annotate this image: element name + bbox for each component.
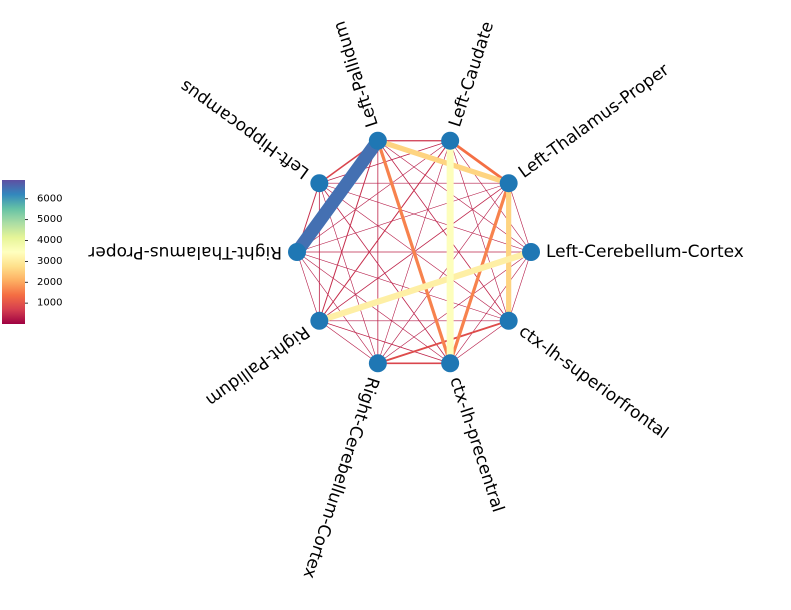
edge-ctx-lh-precentral--ctx-lh-superiorfrontal bbox=[449, 320, 509, 364]
node-left-caudate bbox=[441, 131, 460, 150]
edge-right-pallidum--right-cerebellum-cortex bbox=[319, 320, 379, 364]
node-layer bbox=[288, 131, 540, 373]
colorbar-tick-label: 4000 bbox=[37, 235, 62, 246]
node-right-thalamus-proper bbox=[288, 243, 306, 261]
node-right-pallidum bbox=[310, 311, 329, 330]
edge-left-hippocampus--left-cerebellum-cortex bbox=[319, 182, 532, 253]
edge-right-thalamus-proper--right-pallidum bbox=[296, 251, 320, 321]
node-label-left-cerebellum-cortex: Left-Cerebellum-Cortex bbox=[546, 242, 744, 262]
edge-right-thalamus-proper--ctx-lh-superiorfrontal bbox=[296, 251, 509, 322]
edge-left-caudate--right-thalamus-proper bbox=[296, 140, 451, 253]
edge-left-cerebellum-cortex--ctx-lh-superiorfrontal bbox=[508, 251, 532, 321]
node-label-left-thalamus-proper: Left-Thalamus-Proper bbox=[515, 60, 673, 182]
edge-left-thalamus-proper--right-cerebellum-cortex bbox=[377, 183, 509, 364]
node-left-thalamus-proper bbox=[499, 174, 518, 193]
edge-left-caudate--right-pallidum bbox=[318, 140, 451, 322]
node-left-pallidum bbox=[368, 131, 387, 150]
edge-left-cerebellum-cortex--right-pallidum bbox=[318, 249, 532, 324]
node-ctx-lh-precentral bbox=[441, 354, 460, 373]
colorbar-tick-label: 1000 bbox=[37, 298, 62, 309]
node-right-cerebellum-cortex bbox=[368, 354, 387, 373]
colorbar-gradient bbox=[2, 180, 25, 324]
node-label-right-thalamus-proper: Right-Thalamus-Proper bbox=[88, 242, 282, 262]
node-label-left-pallidum: Left-Pallidum bbox=[330, 18, 383, 129]
edge-right-thalamus-proper--ctx-lh-precentral bbox=[296, 251, 451, 364]
node-label-ctx-lh-precentral: ctx-lh-precentral bbox=[445, 374, 508, 514]
node-label-left-caudate: Left-Caudate bbox=[445, 19, 498, 129]
edge-left-caudate--ctx-lh-superiorfrontal bbox=[449, 140, 509, 321]
edge-left-caudate--left-thalamus-proper bbox=[449, 139, 510, 185]
edge-left-pallidum--ctx-lh-precentral bbox=[376, 140, 452, 364]
edge-left-thalamus-proper--left-cerebellum-cortex bbox=[508, 183, 532, 253]
colorbar-tick-label: 2000 bbox=[37, 277, 62, 288]
colorbar-tick-label: 6000 bbox=[37, 193, 62, 204]
colorbar: 1000 2000 3000 4000 5000 6000 bbox=[2, 180, 62, 324]
edge-left-pallidum--left-thalamus-proper bbox=[377, 138, 510, 186]
edge-left-pallidum--left-cerebellum-cortex bbox=[377, 140, 532, 253]
edge-left-cerebellum-cortex--right-cerebellum-cortex bbox=[377, 251, 532, 364]
colorbar-tick-label: 5000 bbox=[37, 214, 62, 225]
node-label-ctx-lh-superiorfrontal: ctx-lh-superiorfrontal bbox=[515, 321, 672, 443]
edge-left-pallidum--right-thalamus-proper bbox=[291, 136, 384, 256]
edge-left-cerebellum-cortex--ctx-lh-precentral bbox=[449, 251, 532, 364]
node-label-right-cerebellum-cortex: Right-Cerebellum-Cortex bbox=[299, 374, 383, 580]
edge-right-pallidum--ctx-lh-precentral bbox=[319, 320, 451, 364]
node-left-hippocampus bbox=[310, 174, 329, 193]
edge-layer bbox=[291, 136, 532, 365]
node-label-layer: Left-Cerebellum-Cortex Left-Thalamus-Prop… bbox=[88, 18, 743, 581]
edge-left-pallidum--right-pallidum bbox=[318, 140, 379, 321]
node-left-cerebellum-cortex bbox=[522, 243, 540, 261]
edge-left-thalamus-proper--ctx-lh-precentral bbox=[448, 182, 511, 364]
node-label-left-hippocampus: Left-Hippocampus bbox=[176, 76, 313, 183]
node-ctx-lh-superiorfrontal bbox=[499, 311, 518, 330]
node-label-right-pallidum: Right-Pallidum bbox=[202, 321, 313, 410]
colorbar-tick-label: 3000 bbox=[37, 256, 62, 267]
